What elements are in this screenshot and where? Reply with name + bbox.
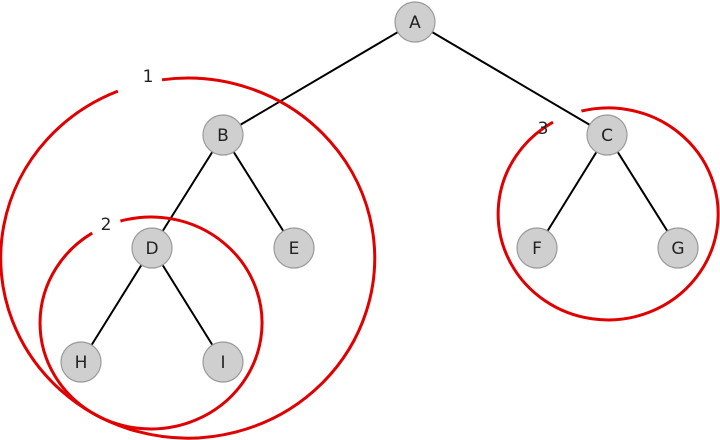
node-circle-H — [60, 341, 102, 383]
node-circle-F — [516, 227, 558, 269]
edge-B-D — [151, 134, 224, 249]
tree-node-H: H — [60, 341, 102, 383]
node-circle-C — [586, 114, 628, 156]
tree-node-D: D — [131, 227, 173, 269]
node-label-H: H — [75, 353, 88, 373]
edge-D-I — [151, 247, 224, 363]
node-circle-G — [657, 227, 699, 269]
node-label-A: A — [409, 13, 421, 33]
subtree-ring-1 — [0, 76, 377, 440]
node-label-I: I — [220, 353, 225, 373]
edge-D-H — [80, 247, 153, 363]
node-label-C: C — [601, 126, 613, 146]
edge-C-F — [536, 134, 608, 249]
subtree-ring-3 — [496, 106, 720, 322]
subtree-ring-label-2: 2 — [101, 215, 112, 235]
edge-A-C — [414, 21, 608, 136]
tree-node-B: B — [202, 114, 244, 156]
nodes-layer: A B C D E F G H I — [60, 1, 699, 383]
node-label-F: F — [532, 239, 542, 259]
node-circle-E — [273, 227, 315, 269]
tree-node-E: E — [273, 227, 315, 269]
tree-node-I: I — [202, 341, 244, 383]
edges-layer — [80, 21, 679, 363]
subtree-ring-2 — [38, 215, 264, 431]
subtree-rings-layer: 1 2 3 — [0, 67, 720, 440]
node-circle-A — [394, 1, 436, 43]
node-circle-D — [131, 227, 173, 269]
edge-C-G — [606, 134, 679, 249]
subtree-ring-label-1: 1 — [143, 67, 154, 87]
tree-node-C: C — [586, 114, 628, 156]
tree-node-G: G — [657, 227, 699, 269]
node-circle-B — [202, 114, 244, 156]
node-label-D: D — [145, 239, 158, 259]
tree-node-A: A — [394, 1, 436, 43]
node-label-B: B — [217, 126, 229, 146]
node-label-G: G — [671, 239, 684, 259]
subtree-ring-label-3: 3 — [538, 119, 549, 139]
node-label-E: E — [289, 239, 300, 259]
edge-B-E — [222, 134, 295, 249]
node-circle-I — [202, 341, 244, 383]
tree-node-F: F — [516, 227, 558, 269]
edge-A-B — [222, 21, 416, 136]
